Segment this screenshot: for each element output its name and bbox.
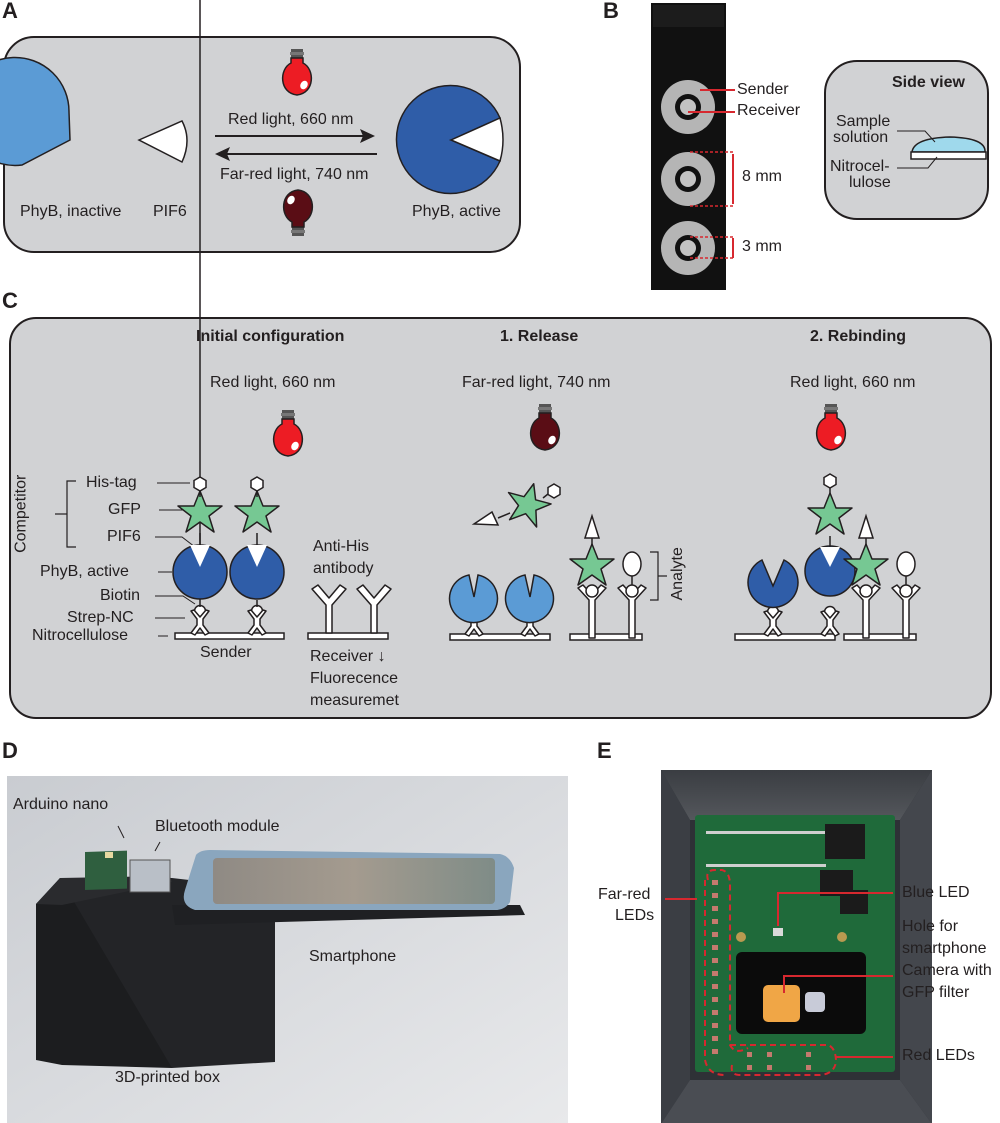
blue-led-label: Blue LED xyxy=(902,884,970,901)
panel-e-photo xyxy=(661,770,932,1123)
arduino-label: Arduino nano xyxy=(13,796,109,813)
hole-label-4: GFP filter xyxy=(902,984,970,1001)
bluetooth-label: Bluetooth module xyxy=(155,818,280,835)
far-red-bulb-icon xyxy=(282,189,314,237)
panel-d-letter: D xyxy=(2,738,18,763)
panel-d-photo xyxy=(7,776,568,1123)
dim-3mm-label: 3 mm xyxy=(742,238,782,255)
arrow-left-icon xyxy=(215,147,230,161)
hole-label-1: Hole for xyxy=(902,918,959,935)
red-leds-label: Red LEDs xyxy=(902,1047,975,1064)
dim-8mm-label: 8 mm xyxy=(742,168,782,185)
nitrocellulose-label-2: lulose xyxy=(849,174,891,191)
sample-solution-label-2: solution xyxy=(833,129,889,146)
smartphone-shape xyxy=(183,850,514,910)
blue-led-shape xyxy=(773,928,783,936)
far-red-leds-label-2: LEDs xyxy=(615,907,655,924)
nitrocellulose-label-1: Nitrocel- xyxy=(830,158,890,175)
phyb-inactive-label: PhyB, inactive xyxy=(20,203,122,220)
competitor-label: Competitor xyxy=(12,474,30,553)
biotin-label: Biotin xyxy=(100,587,141,604)
sample-drop-shape xyxy=(911,136,986,153)
step-initial-light: Red light, 660 nm xyxy=(210,374,336,391)
strep-nc-label: Strep-NC xyxy=(67,609,134,626)
pif6-wedge xyxy=(137,120,188,164)
sender-label: Sender xyxy=(737,81,789,98)
gfp-filter-shape xyxy=(763,985,800,1022)
arrow-right-icon xyxy=(360,129,375,143)
c-rebinding-phyb-bound xyxy=(804,545,856,597)
phyb-active-label: PhyB, active xyxy=(412,203,501,220)
c-release-phyb-1 xyxy=(448,574,499,624)
his-tag-label: His-tag xyxy=(86,474,137,491)
pif6-c-label: PIF6 xyxy=(107,528,141,545)
spot-3 xyxy=(661,221,715,275)
sample-solution-label-1: Sample xyxy=(836,113,891,130)
panel-a-letter: A xyxy=(2,0,18,23)
far-red-leds xyxy=(712,880,718,1054)
c-initial-sender-base xyxy=(174,632,285,640)
receiver-c-label-1: Receiver ↓ xyxy=(310,648,386,665)
far-red-leds-label-1: Far-red xyxy=(598,886,651,903)
panel-e-letter: E xyxy=(597,738,612,763)
red-bulb-icon xyxy=(281,48,313,96)
step-release-light: Far-red light, 740 nm xyxy=(462,374,611,391)
c-release-phyb-2 xyxy=(504,574,555,624)
panel-c-letter: C xyxy=(2,288,18,313)
anti-his-label-2: antibody xyxy=(313,560,374,577)
nitrocellulose-strip-shape xyxy=(910,151,987,160)
spot-1 xyxy=(661,80,715,134)
step-release-title: 1. Release xyxy=(500,328,579,345)
pcb-board xyxy=(695,815,895,1072)
hole-label-3: Camera with xyxy=(902,962,992,979)
c-initial-phyb-1 xyxy=(172,544,228,600)
step-initial-title: Initial configuration xyxy=(196,328,345,345)
receiver-c-label-2: Fluorecence xyxy=(310,670,399,687)
red-leds xyxy=(747,1052,811,1070)
nitrocellulose-c-label: Nitrocellulose xyxy=(32,627,129,644)
analyte-label: Analyte xyxy=(668,547,686,601)
c-initial-red-bulb-icon xyxy=(272,409,304,457)
phyb-inactive-shape xyxy=(0,56,71,167)
sender-c-label: Sender xyxy=(200,644,252,661)
c-release-far-red-bulb-icon xyxy=(529,403,561,451)
smartphone-label: Smartphone xyxy=(309,948,397,965)
pif6-label: PIF6 xyxy=(153,203,187,220)
receiver-label: Receiver xyxy=(737,102,801,119)
c-initial-receiver-base xyxy=(307,632,389,640)
spot-2 xyxy=(661,152,715,206)
step-rebinding-light: Red light, 660 nm xyxy=(790,374,916,391)
red-light-label: Red light, 660 nm xyxy=(228,111,354,128)
side-view-title: Side view xyxy=(892,74,965,91)
sensor-strip-photo xyxy=(651,3,726,290)
box-label: 3D-printed box xyxy=(115,1069,220,1086)
phyb-active-c-label: PhyB, active xyxy=(40,563,129,580)
panel-b-letter: B xyxy=(603,0,619,23)
phyb-active-shape xyxy=(395,84,501,195)
hole-label-2: smartphone xyxy=(902,940,987,957)
c-initial-phyb-2 xyxy=(229,544,285,600)
far-red-light-label: Far-red light, 740 nm xyxy=(220,166,369,183)
receiver-c-label-3: measuremet xyxy=(310,692,399,709)
c-rebinding-phyb-empty xyxy=(747,558,799,609)
c-rebinding-red-bulb-icon xyxy=(815,403,847,451)
camera-hole xyxy=(736,952,866,1034)
phyb-active-pif6-wedge xyxy=(449,116,504,163)
gfp-label: GFP xyxy=(108,501,141,518)
anti-his-label-1: Anti-His xyxy=(313,538,370,555)
step-rebinding-title: 2. Rebinding xyxy=(810,328,906,345)
